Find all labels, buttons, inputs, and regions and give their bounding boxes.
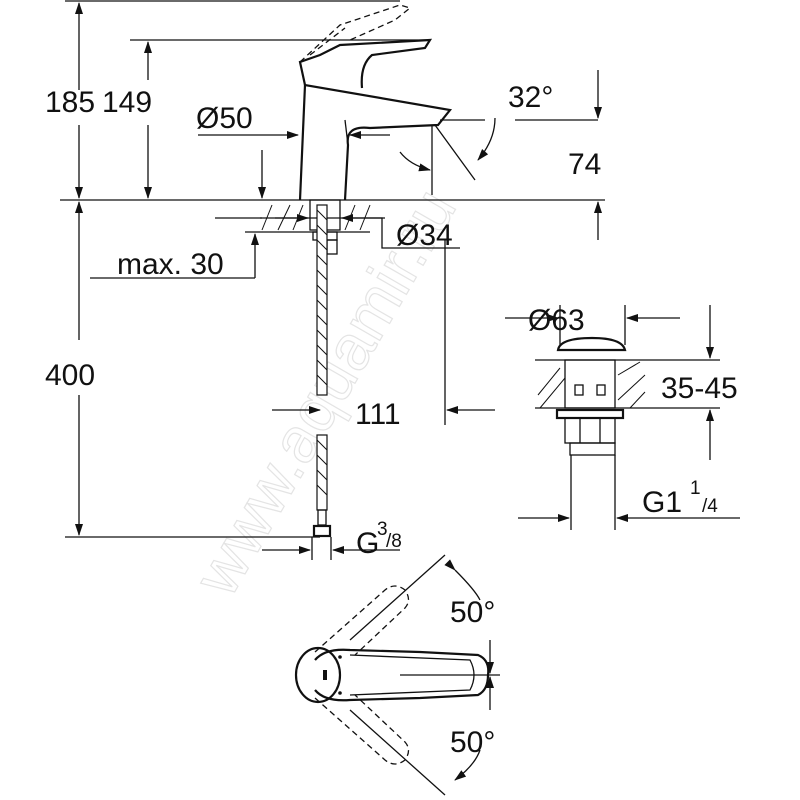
dim-angle-32: 32° bbox=[508, 81, 553, 114]
hose-thread-label: G3/8 bbox=[356, 519, 402, 560]
dimension-lines bbox=[75, 2, 602, 554]
dim-111: 111 bbox=[355, 398, 401, 431]
dim-185: 185 bbox=[45, 86, 95, 119]
pop-up-drain bbox=[505, 305, 740, 530]
dim-angle-50-left: 50° bbox=[450, 596, 495, 629]
dim-angle-50-right: 50° bbox=[450, 726, 495, 759]
supply-hose bbox=[311, 204, 332, 560]
dim-35-45: 35-45 bbox=[661, 372, 738, 405]
dim-400: 400 bbox=[45, 359, 95, 392]
dim-max-30: max. 30 bbox=[117, 248, 224, 281]
dim-diameter-63: Ø63 bbox=[528, 304, 585, 337]
dim-149: 149 bbox=[102, 86, 152, 119]
countertop-section bbox=[245, 199, 385, 255]
faucet-top-view bbox=[294, 554, 500, 796]
dim-74: 74 bbox=[568, 148, 601, 181]
dim-diameter-50: Ø50 bbox=[196, 102, 253, 135]
dim-diameter-34: Ø34 bbox=[396, 219, 453, 252]
faucet-side-view bbox=[298, 4, 598, 201]
